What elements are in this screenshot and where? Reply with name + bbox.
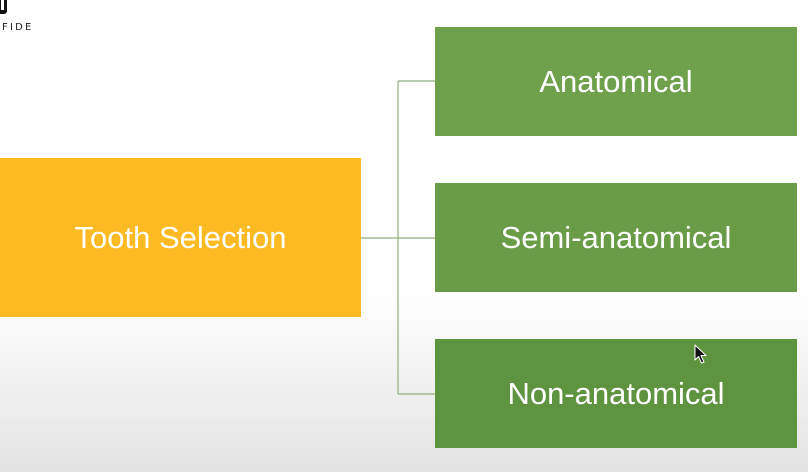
tooth-selection-label: Tooth Selection (74, 219, 287, 255)
brand-logo-text: FIDE (2, 22, 34, 33)
anatomical-node: Anatomical (435, 27, 797, 136)
brand-mark-icon (0, 0, 10, 14)
anatomical-label: Anatomical (539, 63, 693, 99)
non-anatomical-node: Non-anatomical (435, 339, 797, 448)
semi-anatomical-label: Semi-anatomical (500, 219, 732, 255)
tooth-selection-node: Tooth Selection (0, 158, 361, 317)
brand-logo: FIDE (0, 0, 56, 38)
mouse-pointer-icon (694, 344, 708, 365)
non-anatomical-label: Non-anatomical (507, 375, 725, 411)
semi-anatomical-node: Semi-anatomical (435, 183, 797, 292)
